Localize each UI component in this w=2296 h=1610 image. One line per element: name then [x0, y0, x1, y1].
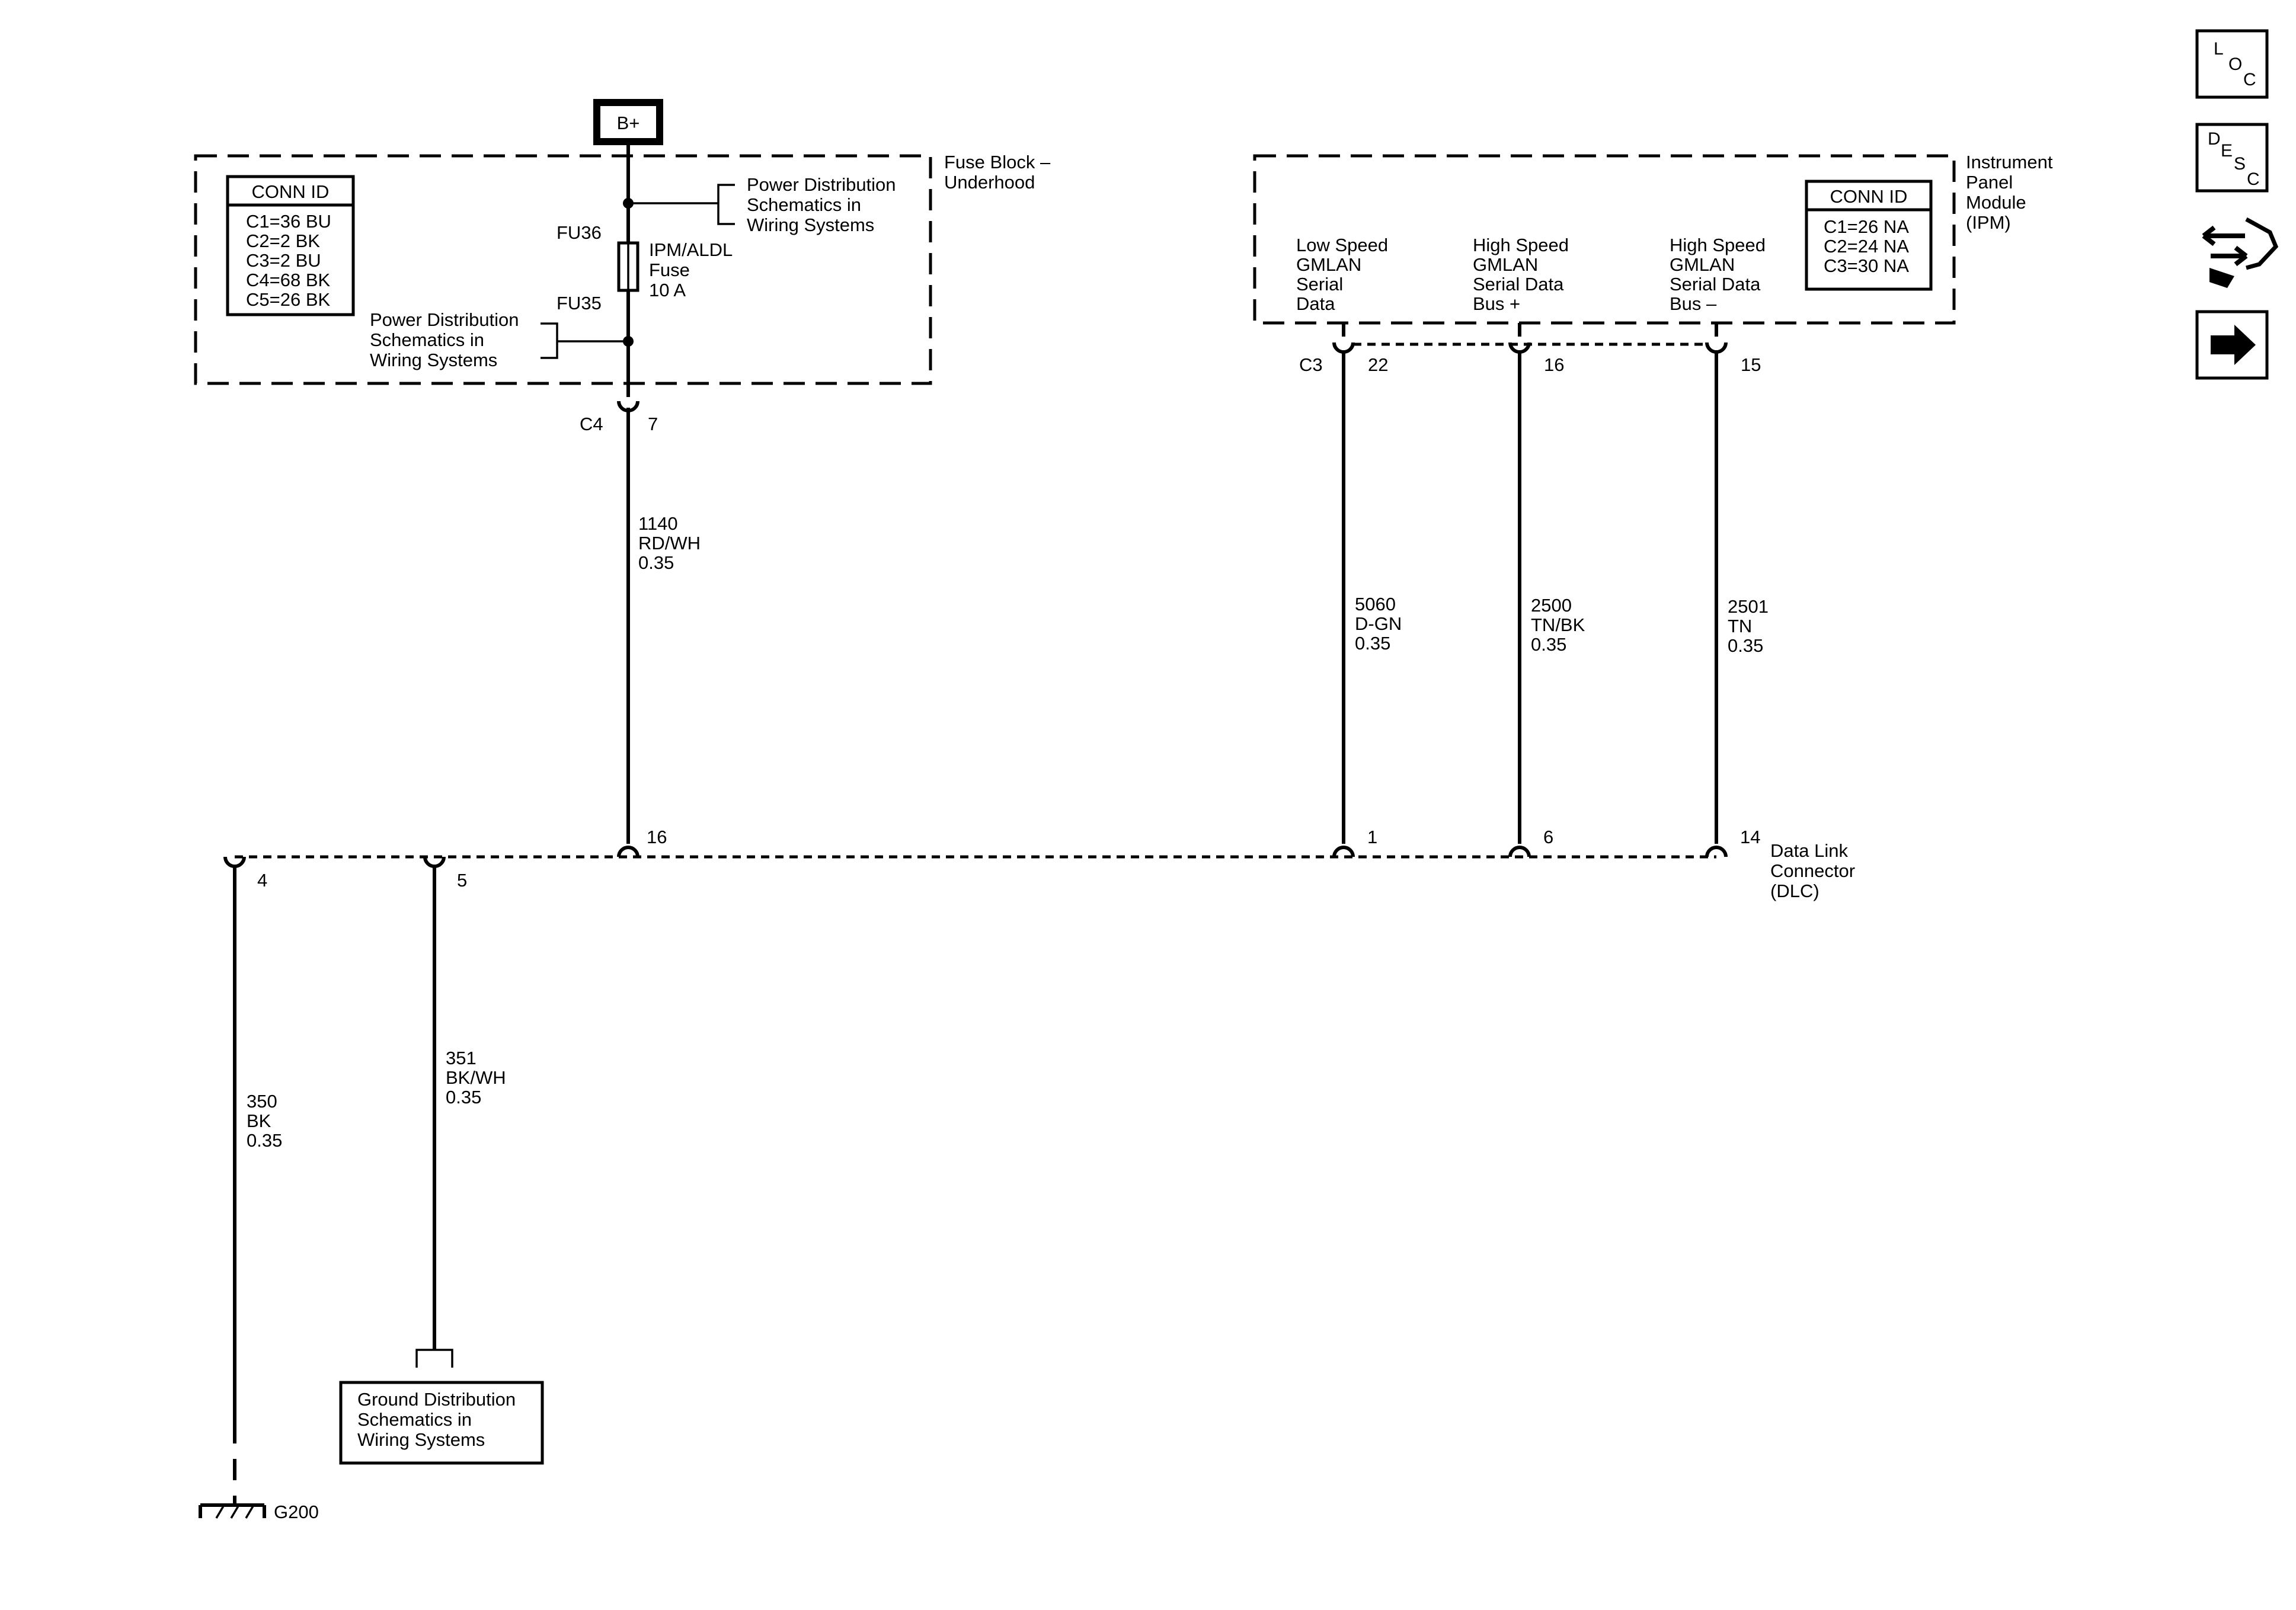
svg-text:DESC: DESC: [2208, 129, 2260, 189]
connector-c3: C3 22 16 15: [1299, 342, 1761, 375]
description-view-button[interactable]: DESC: [2195, 123, 2269, 193]
ipm-pin-16: 16: [1544, 354, 1564, 375]
wire-1140: 1140 RD/WH 0.35: [626, 408, 706, 844]
wire-5060-label: 5060 D-GN 0.35: [1355, 594, 1407, 654]
connector-tool-icon[interactable]: [2202, 217, 2279, 288]
wire-2500-label: 2500 TN/BK 0.35: [1531, 595, 1590, 655]
next-page-arrow-button[interactable]: [2195, 310, 2269, 380]
battery-positive-source: B+: [593, 99, 663, 145]
ipm-conn-id-list: C1=26 NA C2=24 NA C3=30 NA: [1824, 216, 1913, 276]
wire-351-label: 351 BK/WH 0.35: [446, 1048, 511, 1108]
dlc-title: Data Link Connector (DLC): [1770, 840, 1860, 901]
dlc-pin-14: 14: [1740, 827, 1760, 847]
dlc-pin-5: 5: [457, 870, 467, 891]
power-distribution-ref-left: Power Distribution Schematics in Wiring …: [370, 309, 628, 370]
conn-id-list: C1=36 BU C2=2 BK C3=2 BU C4=68 BK C5=26 …: [246, 211, 337, 310]
ipm-conn-id-table: CONN ID C1=26 NA C2=24 NA C3=30 NA: [1805, 180, 1933, 291]
dlc-pin-1: 1: [1367, 827, 1377, 847]
ipm-aldl-fuse: FU36 FU35 IPM/ALDL Fuse 10 A: [557, 222, 737, 313]
wire-350-label: 350 BK 0.35: [247, 1091, 282, 1151]
wire-350: 350 BK 0.35: [233, 866, 282, 1505]
power-source-label: B+: [617, 113, 640, 133]
dlc-pin-4: 4: [257, 870, 267, 891]
connector-c4-label: C4: [580, 414, 603, 434]
wire-2501: 2501 TN 0.35: [1715, 351, 1774, 844]
ipm-terminal-low-speed-label: Low Speed GMLAN Serial Data: [1296, 235, 1393, 314]
fuse-block-underhood: Fuse Block – Underhood CONN ID C1=36 BU …: [194, 142, 1056, 434]
ground-g200-symbol: G200: [199, 1502, 319, 1522]
power-distribution-ref-top: Power Distribution Schematics in Wiring …: [628, 174, 901, 235]
ground-distribution-ref: Ground Distribution Schematics in Wiring…: [339, 1349, 544, 1465]
instrument-panel-module: Instrument Panel Module (IPM) CONN ID C1…: [1253, 152, 2058, 375]
ipm-terminal-bus-plus-label: High Speed GMLAN Serial Data Bus +: [1473, 235, 1574, 314]
ipm-pin-15: 15: [1741, 354, 1761, 375]
connector-c4-pin: 7: [648, 414, 658, 434]
fuse-fu35-label: FU35: [557, 293, 602, 313]
arrow-right-icon: [2211, 325, 2256, 365]
svg-text:LOC: LOC: [2214, 39, 2256, 89]
ground-ref-text: Ground Distribution Schematics in Wiring…: [357, 1389, 521, 1450]
ipm-conn-id-title: CONN ID: [1830, 186, 1908, 207]
dlc-pin-6: 6: [1543, 827, 1553, 847]
conn-id-title: CONN ID: [252, 181, 330, 202]
fuse-rating-label: IPM/ALDL Fuse 10 A: [649, 239, 737, 300]
wire-351: 351 BK/WH 0.35: [433, 866, 511, 1350]
power-ref-left-text: Power Distribution Schematics in Wiring …: [370, 309, 524, 370]
ipm-title: Instrument Panel Module (IPM): [1966, 152, 2058, 233]
ground-g200-label: G200: [274, 1502, 319, 1522]
wire-2500: 2500 TN/BK 0.35: [1518, 351, 1590, 844]
wire-1140-label: 1140 RD/WH 0.35: [638, 513, 706, 573]
dlc-pin-16: 16: [647, 827, 667, 847]
wire-5060: 5060 D-GN 0.35: [1342, 351, 1407, 844]
fuse-block-conn-id-table: CONN ID C1=36 BU C2=2 BK C3=2 BU C4=68 B…: [226, 175, 355, 316]
ipm-terminal-bus-minus-label: High Speed GMLAN Serial Data Bus –: [1670, 235, 1771, 314]
location-view-button[interactable]: LOC: [2195, 29, 2269, 99]
wire-2501-label: 2501 TN 0.35: [1728, 596, 1774, 656]
data-link-connector: 16 1 6 14 4 5 Data Link Connector (DLC): [223, 827, 1860, 901]
fuse-block-title: Fuse Block – Underhood: [944, 152, 1056, 193]
ipm-pin-22: 22: [1368, 354, 1388, 375]
connector-c4: C4 7: [580, 401, 658, 434]
connector-c3-label: C3: [1299, 354, 1323, 375]
power-ref-top-text: Power Distribution Schematics in Wiring …: [747, 174, 901, 235]
fuse-fu36-label: FU36: [557, 222, 602, 243]
